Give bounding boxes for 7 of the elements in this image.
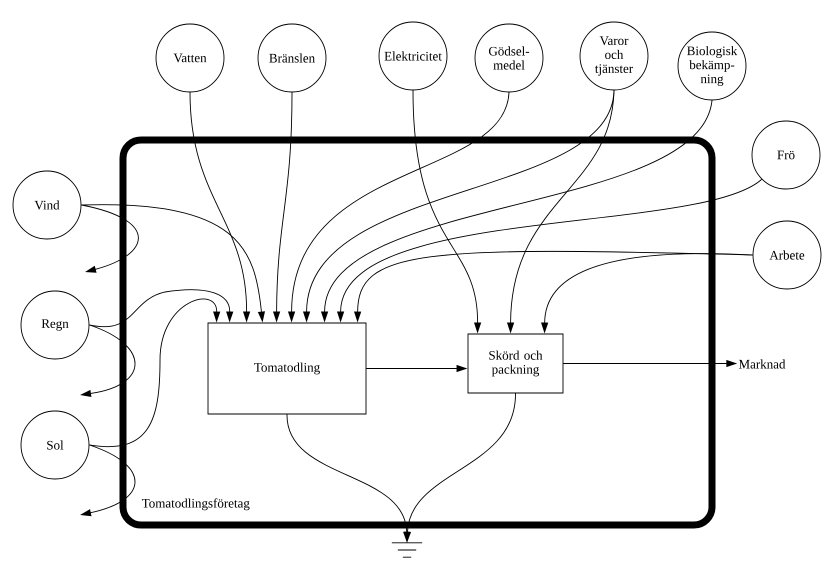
market-label: Marknad [738,359,786,369]
process-box: Tomatodling [208,322,366,414]
arrow [81,204,139,273]
arrow [89,289,234,328]
process-box: Skörd och packning [468,334,564,394]
arrow [89,298,220,448]
ground-symbol [391,542,423,558]
